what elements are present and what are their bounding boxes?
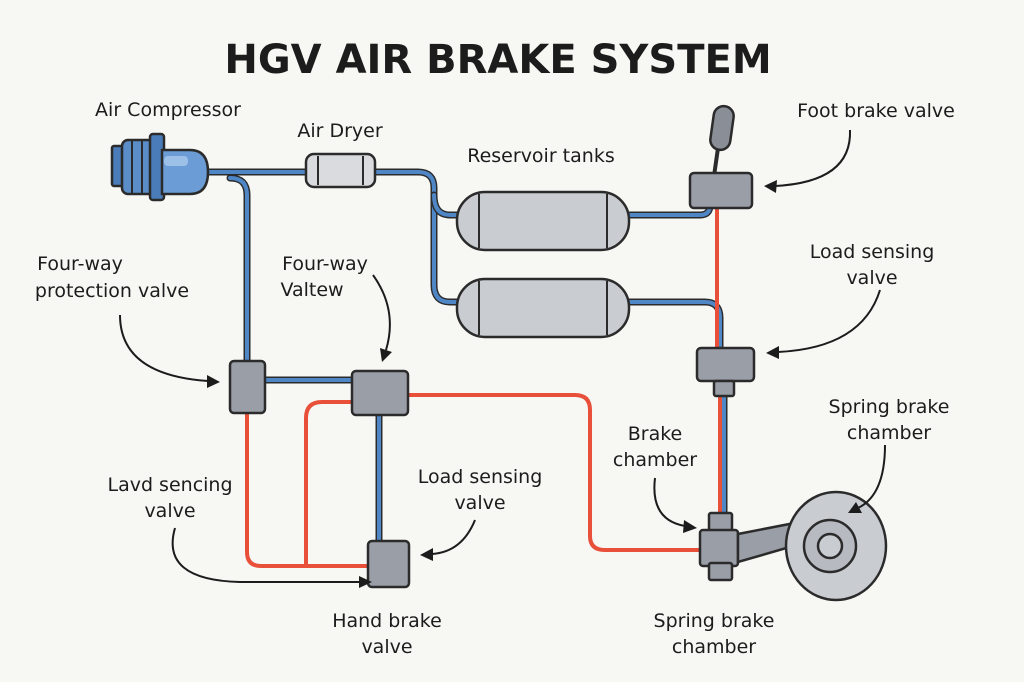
compressor-to-protection-pipe: [228, 176, 249, 364]
label-load-sensing-mid-line2: valve: [454, 492, 505, 514]
reservoir-tank-upper: [455, 190, 631, 252]
four-way-to-hand-valve-red-pipe: [304, 400, 354, 568]
label-four-way-valve-line1: Four-way: [282, 253, 368, 275]
air-dryer: [304, 152, 377, 189]
label-air-compressor: Air Compressor: [95, 99, 241, 121]
dryer-to-tank-lower-pipe: [373, 170, 464, 304]
label-spring-brake-bottom-line1: Spring brake: [654, 610, 775, 632]
tank-to-load-valve-pipe: [623, 300, 722, 352]
brake-chamber-assembly: [698, 490, 888, 602]
four-way-valve-middle: [350, 369, 410, 417]
control-lines: [245, 206, 722, 568]
label-reservoir-tanks: Reservoir tanks: [467, 145, 614, 167]
supply-lines: [201, 168, 728, 546]
label-four-way-protection-line1: Four-way: [37, 253, 123, 275]
protection-to-hand-valve-pipe: [245, 411, 370, 568]
foot-brake-valve: [688, 104, 754, 210]
four-way-protection-valve: [228, 359, 267, 415]
label-load-sensing-right-line1: Load sensing: [810, 241, 935, 263]
label-hand-brake-line2: valve: [361, 636, 412, 658]
label-four-way-protection-line2: protection valve: [35, 280, 189, 302]
label-load-sensing-mid-line1: Load sensing: [418, 466, 543, 488]
four-way-to-brake-chamber-pipe: [405, 393, 702, 552]
label-spring-brake-bottom-line2: chamber: [672, 636, 756, 658]
label-lavd-sencing-line1: Lavd sencing: [107, 474, 232, 496]
label-load-sensing-right-line2: valve: [846, 267, 897, 289]
label-spring-brake-right-line2: chamber: [847, 422, 931, 444]
label-four-way-valve-line2: Valtew: [280, 279, 343, 301]
label-lavd-sencing-line2: valve: [144, 500, 195, 522]
reservoir-tank-lower: [455, 277, 631, 339]
label-foot-brake-valve: Foot brake valve: [797, 100, 955, 122]
load-sensing-valve-right: [695, 346, 756, 398]
label-brake-chamber-line2: chamber: [613, 449, 697, 471]
label-air-dryer: Air Dryer: [297, 120, 383, 142]
label-brake-chamber-line1: Brake: [628, 423, 683, 445]
hand-brake-valve: [366, 539, 411, 589]
air-compressor: [110, 132, 210, 202]
labels: Air Compressor Air Dryer Reservoir tanks…: [35, 99, 955, 658]
dryer-to-tank-upper-pipe: [432, 193, 464, 217]
pointer-arrows: [119, 129, 886, 588]
label-hand-brake-line1: Hand brake: [332, 610, 442, 632]
diagram-title: HGV AIR BRAKE SYSTEM: [224, 37, 771, 83]
label-spring-brake-right-line1: Spring brake: [829, 396, 950, 418]
